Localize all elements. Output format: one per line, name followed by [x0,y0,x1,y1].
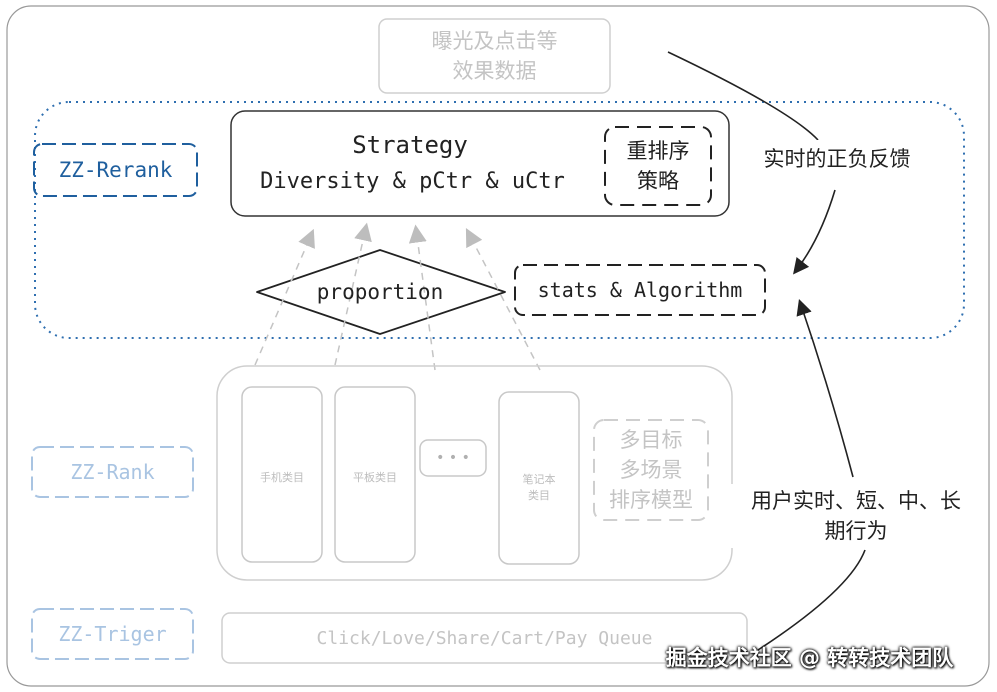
model-text: 多目标 多场景 排序模型 [594,420,708,520]
exposure-line2: 效果数据 [452,59,537,83]
category-label-3: 笔记本 类目 [522,473,556,502]
strategy-title: Strategy [352,131,468,159]
feedback-arrow [667,51,836,272]
outer-frame [6,5,990,687]
behavior-line2: 期行为 [824,519,888,543]
rerank-strategy-text: 重排序 策略 [605,127,711,205]
exposure-text: 曝光及点击等 效果数据 [379,19,610,93]
stats-label: stats & Algorithm [537,278,743,302]
triger-label: ZZ-Triger [58,622,167,646]
rerank-label: ZZ-Rerank [58,158,173,182]
category-arrow-3 [408,224,436,371]
category-label-2: 平板类目 [353,471,397,484]
proportion-label: proportion [316,280,444,304]
queue-label: Click/Love/Share/Cart/Pay Queue [316,627,653,649]
behavior-line1: 用户实时、短、中、长 [751,489,961,513]
watermark: 掘金技术社区 @ 转转技术团队 [665,646,954,670]
rerank-label-box [33,143,198,197]
strategy-subtitle: Diversity & pCtr & uCtr [260,168,565,194]
exposure-line1: 曝光及点击等 [431,29,558,53]
category-label-1: 手机类目 [260,471,304,484]
stats-box [514,264,766,316]
ellipsis-label: • • • [436,450,470,466]
behavior-label: 用户实时、短、中、长 期行为 [728,484,984,548]
proportion-diamond [256,249,506,335]
ellipsis-card [419,439,487,477]
rank-region [216,365,733,581]
strategy-box [230,110,730,217]
exposure-box [378,18,611,94]
rerank-strategy-line2: 策略 [637,169,679,193]
triger-label-box [31,608,194,660]
behavior-arrow-lower [757,549,866,651]
model-line1: 多目标 [619,428,683,452]
behavior-arrow [796,298,854,478]
category-card-2 [334,386,416,563]
category-card-3 [498,391,580,565]
model-box [593,419,709,521]
rank-label-box [31,446,194,498]
category-card-1 [241,386,323,563]
queue-box [221,612,748,664]
model-line3: 排序模型 [609,488,693,512]
category-arrow-2 [334,222,372,366]
category-arrow-1 [254,228,315,366]
feedback-label: 实时的正负反馈 [742,140,932,176]
rank-label: ZZ-Rank [70,460,155,484]
model-line2: 多场景 [619,458,683,482]
rerank-strategy-line1: 重排序 [626,139,690,163]
